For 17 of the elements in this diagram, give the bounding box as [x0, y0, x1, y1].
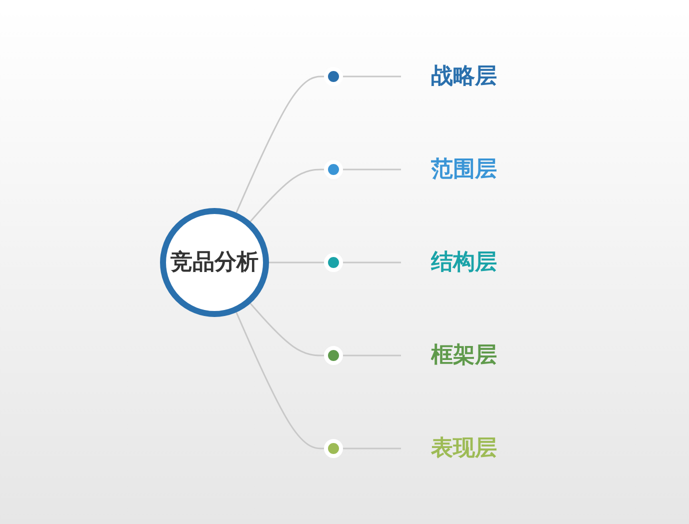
connector: [340, 75, 400, 77]
connector: [234, 75, 326, 216]
node-text: 范围层: [430, 156, 496, 182]
connector: [340, 168, 400, 170]
connector: [247, 300, 326, 356]
node-circle: [324, 252, 342, 272]
connector: [340, 261, 400, 263]
connector: [247, 168, 326, 224]
connector: [340, 447, 400, 449]
node-circle: [324, 160, 342, 178]
node-text: 结构层: [430, 250, 496, 274]
node-circle: 竞品分析: [160, 208, 268, 316]
node-text: 表现层: [430, 436, 496, 460]
node-circle: [324, 438, 342, 458]
node-text: 战略层: [430, 64, 496, 88]
connector: [340, 354, 400, 356]
node-circle: [324, 346, 342, 364]
